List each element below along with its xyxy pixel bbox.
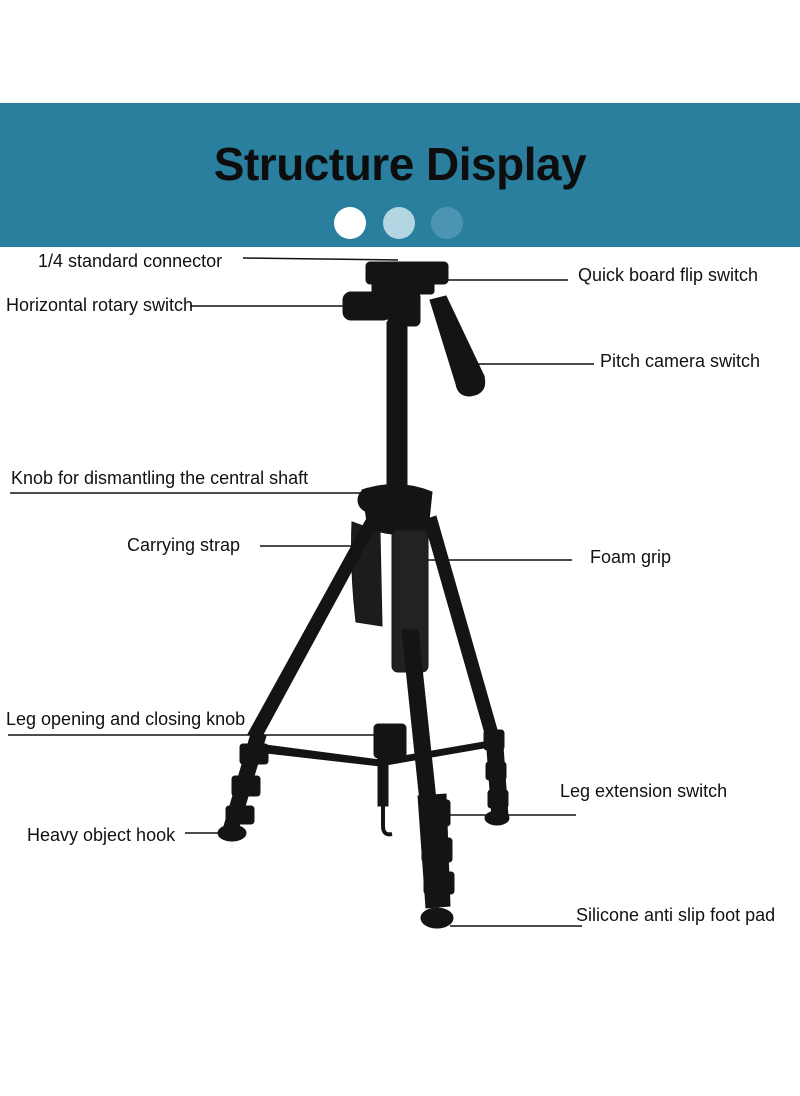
label-leg-extension: Leg extension switch bbox=[560, 781, 728, 801]
tripod-body bbox=[217, 261, 510, 929]
label-standard-connector: 1/4 standard connector bbox=[38, 251, 223, 271]
left-leg bbox=[247, 519, 377, 741]
front-leg bbox=[401, 629, 437, 803]
center-column bbox=[386, 321, 408, 495]
label-heavy-hook: Heavy object hook bbox=[27, 825, 176, 845]
leg-brace bbox=[257, 741, 485, 767]
carousel-dot-3[interactable] bbox=[431, 207, 463, 239]
label-quick-board-flip: Quick board flip switch bbox=[578, 265, 759, 285]
label-carrying-strap: Carrying strap bbox=[127, 535, 241, 555]
pitch-handle bbox=[429, 295, 486, 397]
label-foot-pad: Silicone anti slip foot pad bbox=[576, 905, 776, 925]
right-leg bbox=[423, 515, 501, 745]
carousel-dot-2[interactable] bbox=[383, 207, 415, 239]
leg-knob bbox=[373, 723, 407, 759]
front-foot-pad bbox=[420, 907, 454, 929]
carousel-dots bbox=[0, 207, 800, 241]
label-leg-knob: Leg opening and closing knob bbox=[6, 709, 246, 729]
heavy-hook bbox=[381, 806, 393, 837]
carousel-dot-1[interactable] bbox=[334, 207, 366, 239]
label-foam-grip: Foam grip bbox=[590, 547, 672, 567]
header-banner: Structure Display bbox=[0, 103, 800, 247]
left-foot bbox=[217, 824, 247, 842]
leader-standard-connector bbox=[242, 257, 399, 261]
leader-lines bbox=[8, 257, 594, 927]
rotary-knob bbox=[342, 291, 392, 321]
page-title: Structure Display bbox=[213, 138, 587, 190]
label-pitch-camera: Pitch camera switch bbox=[600, 351, 761, 371]
label-horizontal-rotary: Horizontal rotary switch bbox=[6, 295, 194, 315]
label-central-shaft-knob: Knob for dismantling the central shaft bbox=[11, 468, 309, 488]
right-foot bbox=[484, 810, 510, 826]
